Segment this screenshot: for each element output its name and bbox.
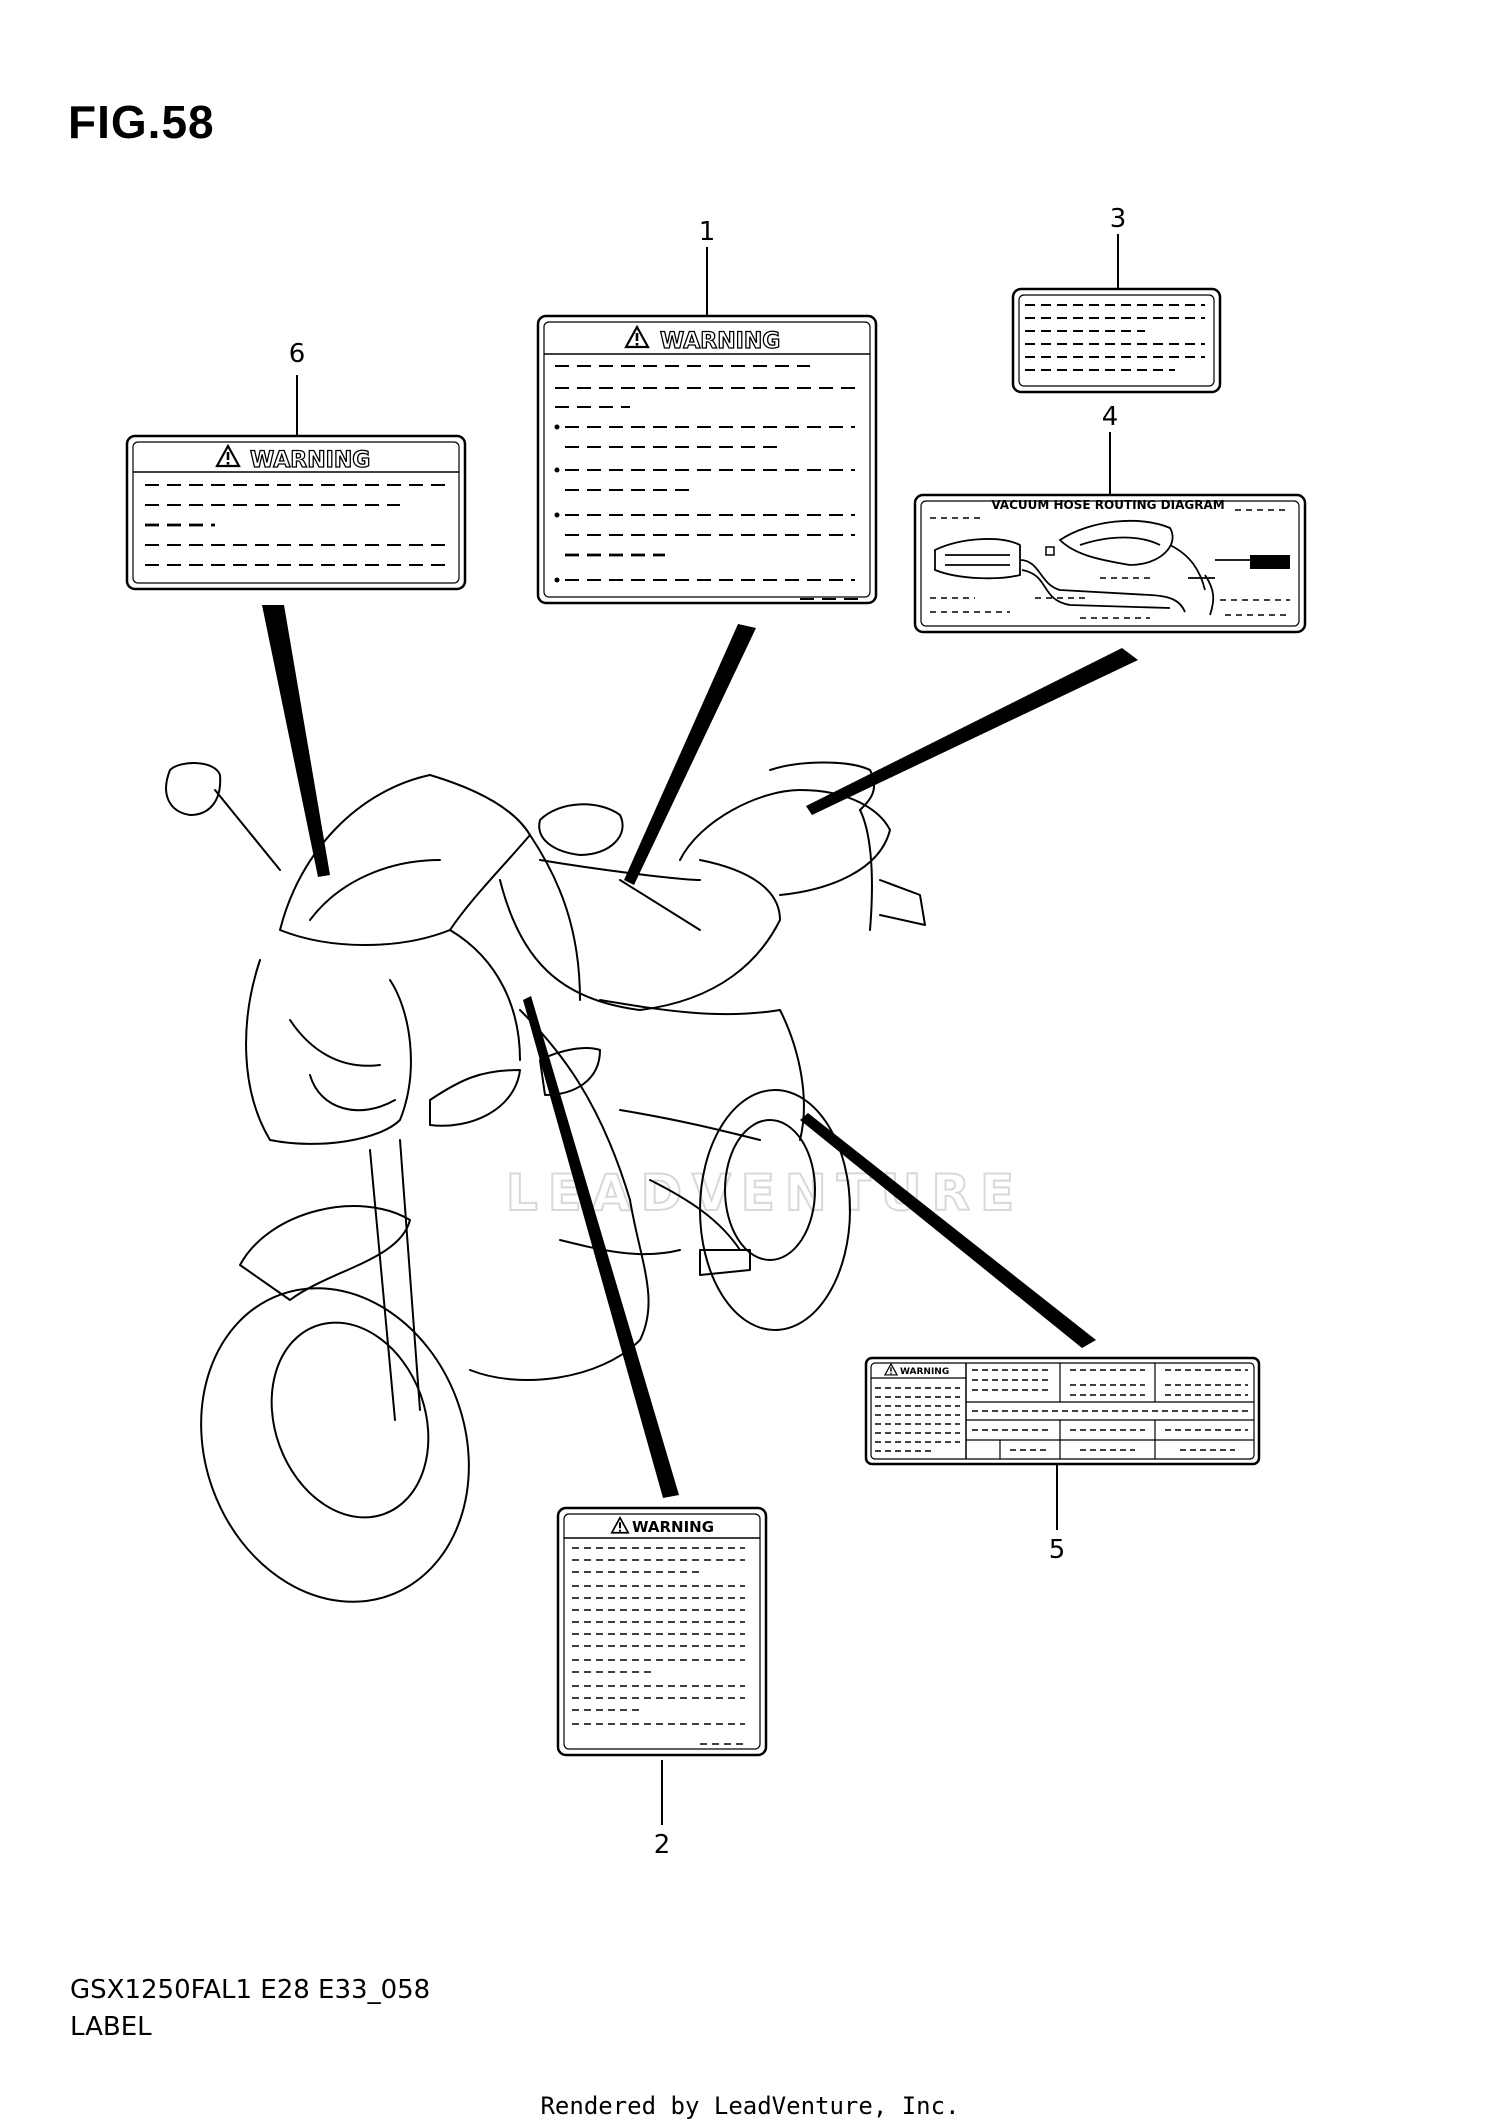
- footer-credit: Rendered by LeadVenture, Inc.: [540, 2092, 960, 2120]
- leader-lines: [262, 605, 1138, 1498]
- label-6-heading: WARNING: [250, 448, 370, 473]
- section-name: LABEL: [70, 2012, 152, 2042]
- callout-number-4: 4: [1102, 402, 1119, 432]
- label-5-heading: WARNING: [900, 1367, 949, 1377]
- label-4-heading: VACUUM HOSE ROUTING DIAGRAM: [991, 498, 1224, 512]
- callout-number-6: 6: [289, 339, 306, 369]
- label-4-vacuum-hose-diagram: VACUUM HOSE ROUTING DIAGRAM: [913, 493, 1307, 634]
- callout-number-5: 5: [1049, 1535, 1066, 1565]
- callout-number-2: 2: [654, 1830, 671, 1860]
- figure-title: FIG.58: [68, 96, 215, 148]
- motorcycle-outline: [165, 761, 926, 1603]
- callout-number-3: 3: [1110, 204, 1127, 234]
- label-2-heading: WARNING: [632, 1518, 714, 1536]
- label-2-warning: WARNING: [556, 1506, 768, 1757]
- label-1-warning: WARNING: [536, 314, 878, 605]
- label-5-warning-table: WARNING: [864, 1356, 1261, 1466]
- label-3: [1011, 287, 1222, 394]
- model-code: GSX1250FAL1 E28 E33_058: [70, 1975, 431, 2005]
- callout-number-1: 1: [699, 217, 716, 247]
- label-1-heading: WARNING: [660, 329, 780, 354]
- label-6-warning: WARNING: [125, 434, 467, 591]
